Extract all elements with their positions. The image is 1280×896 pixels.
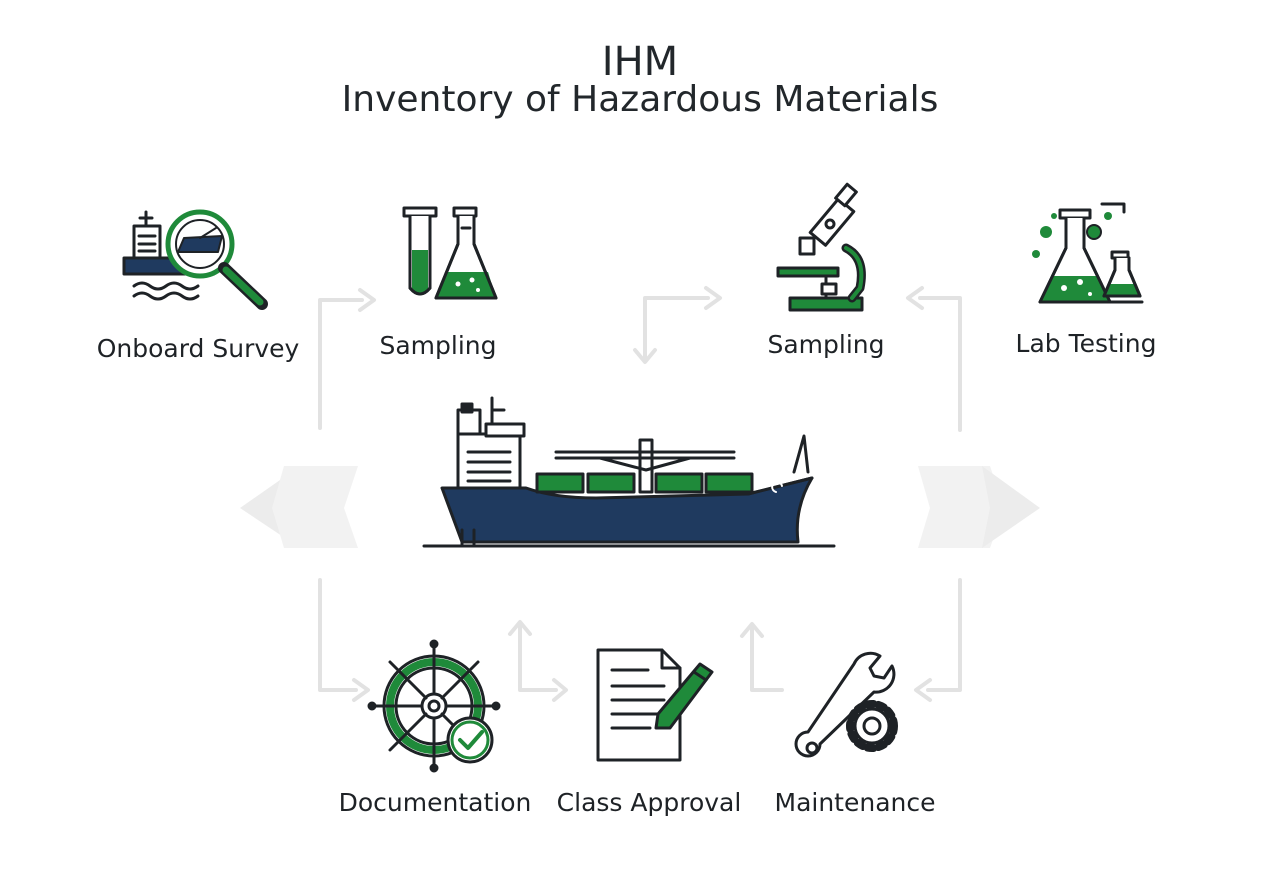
label-sampling-2: Sampling (767, 330, 885, 359)
chevron-left-body (272, 466, 358, 548)
label-maintenance: Maintenance (774, 788, 936, 817)
connector-left-top (318, 298, 364, 430)
chevron-right-icon (982, 466, 1040, 548)
connector-mid-top (643, 296, 710, 360)
connector-left-bottom (318, 578, 358, 692)
label-lab-testing: Lab Testing (1015, 329, 1157, 358)
arrowhead (704, 286, 722, 310)
connector-class-maint (750, 626, 784, 692)
connector-right-top (918, 296, 962, 432)
arrowhead (358, 288, 376, 312)
ship-wheel-check-icon (367, 639, 501, 773)
test-tube-flask-icon (402, 206, 498, 300)
arrowhead (352, 678, 370, 702)
chevron-right-body (918, 466, 1004, 548)
lab-flasks-icon (1032, 202, 1144, 304)
arrowhead (914, 678, 932, 702)
cargo-ship-icon (422, 396, 836, 548)
document-pen-icon (596, 648, 714, 762)
diagram-subtitle: Inventory of Hazardous Materials (341, 79, 939, 120)
label-sampling-1: Sampling (379, 331, 497, 360)
arrowhead (740, 622, 764, 638)
side-chevrons (240, 466, 1040, 548)
arrowhead (906, 286, 924, 310)
arrowhead (552, 678, 568, 702)
ship-magnifier-icon (122, 209, 268, 310)
arrowhead (508, 620, 532, 636)
gear (846, 700, 898, 752)
connector-arrows (318, 286, 962, 702)
wrench-gear-icon (794, 651, 898, 758)
label-documentation: Documentation (338, 788, 532, 817)
connector-right-bottom (926, 578, 962, 692)
microscope-icon (776, 182, 866, 312)
arrowhead (633, 348, 657, 364)
label-class-approval: Class Approval (556, 788, 742, 817)
diagram-title: IHM (601, 39, 679, 85)
connector-doc-class (518, 624, 558, 692)
label-onboard-survey: Onboard Survey (96, 334, 300, 363)
